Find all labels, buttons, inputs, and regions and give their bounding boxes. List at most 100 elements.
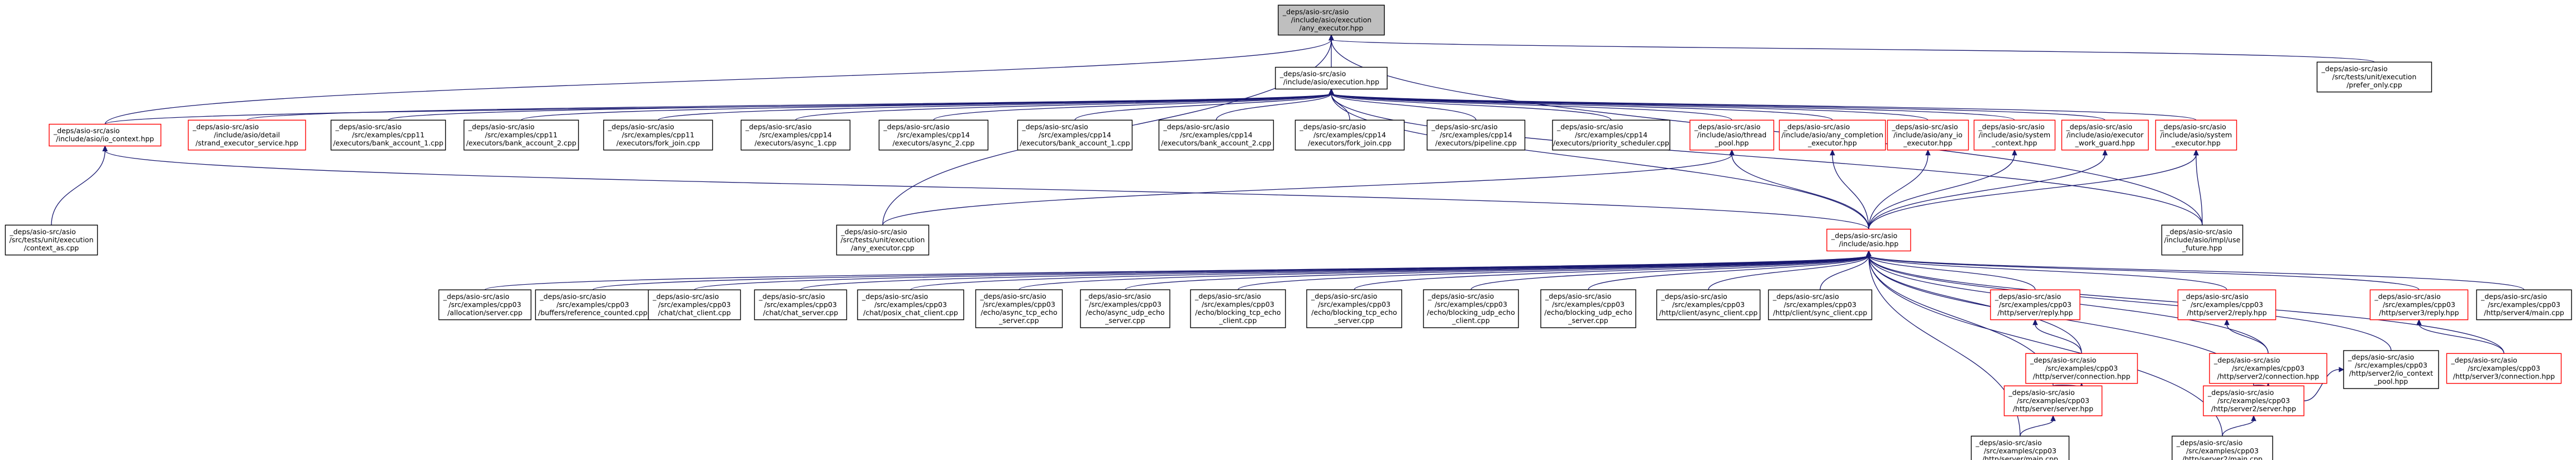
node-s2-server[interactable]: _deps/asio-src/asio/src/examples/cpp03/h… xyxy=(2203,385,2304,416)
node-posix-chat[interactable]: _deps/asio-src/asio/src/examples/cpp03/c… xyxy=(857,289,964,320)
edge-asio-to-sysexec xyxy=(1868,149,2199,229)
node-box xyxy=(2446,353,2562,384)
edge-line xyxy=(2196,154,2203,226)
node-label-line: _deps/asio-src/asio xyxy=(1892,122,1958,131)
edge-future-to-sysexec xyxy=(2193,149,2203,226)
node-label-line: /src/examples/cpp03 xyxy=(2045,364,2118,372)
node-chat-client[interactable]: _deps/asio-src/asio/src/examples/cpp03/c… xyxy=(647,289,741,320)
node-future[interactable]: _deps/asio-src/asio/include/asio/impl/us… xyxy=(2161,224,2244,256)
node-any-exec-cpp[interactable]: _deps/asio-src/asio/src/tests/unit/execu… xyxy=(836,224,930,256)
node-buffers[interactable]: _deps/asio-src/asio/src/examples/cpp03/b… xyxy=(535,289,651,320)
edge-arrowhead xyxy=(2416,319,2422,325)
node-label-line: _deps/asio-src/asio xyxy=(2348,353,2414,361)
node-bank1-11[interactable]: _deps/asio-src/asio/src/examples/cpp11/e… xyxy=(330,119,446,151)
node-echo-btcp-s[interactable]: _deps/asio-src/asio/src/examples/cpp03/e… xyxy=(1306,289,1402,328)
node-label-line: /src/tests/unit/execution xyxy=(9,236,94,244)
node-echo-btcp-c[interactable]: _deps/asio-src/asio/src/examples/cpp03/e… xyxy=(1190,289,1286,328)
node-s-conn[interactable]: _deps/asio-src/asio/src/examples/cpp03/h… xyxy=(2025,353,2138,384)
node-echo-audp[interactable]: _deps/asio-src/asio/src/examples/cpp03/e… xyxy=(1080,289,1170,328)
node-label-line: /executors/async_1.cpp xyxy=(755,138,837,147)
node-exec[interactable]: _deps/asio-src/asio/include/asio/executi… xyxy=(1275,66,1388,90)
edge-line xyxy=(1018,255,1869,290)
node-box xyxy=(754,289,847,320)
node-any-compl[interactable]: _deps/asio-src/asio/include/asio/any_com… xyxy=(1779,119,1886,151)
node-pipeline[interactable]: _deps/asio-src/asio/src/examples/cpp14/e… xyxy=(1426,119,1526,151)
node-sysctx[interactable]: _deps/asio-src/asio/include/asio/system_… xyxy=(1973,119,2056,151)
node-s2-main[interactable]: _deps/asio-src/asio/src/examples/cpp03/h… xyxy=(2172,435,2273,460)
node-s-reply[interactable]: _deps/asio-src/asio/src/examples/cpp03/h… xyxy=(1990,289,2080,320)
node-box xyxy=(1190,289,1286,328)
node-s2-reply[interactable]: _deps/asio-src/asio/src/examples/cpp03/h… xyxy=(2177,289,2277,320)
edge-line xyxy=(1470,255,1869,290)
node-s3-conn[interactable]: _deps/asio-src/asio/src/examples/cpp03/h… xyxy=(2446,353,2562,384)
node-label-line: /src/examples/cpp03 xyxy=(764,300,837,309)
node-box xyxy=(1887,119,1969,151)
node-echo-atcp[interactable]: _deps/asio-src/asio/src/examples/cpp03/e… xyxy=(975,289,1063,328)
node-ioctx[interactable]: _deps/asio-src/asio/include/asio/io_cont… xyxy=(49,123,161,147)
node-s-server[interactable]: _deps/asio-src/asio/src/examples/cpp03/h… xyxy=(2003,385,2103,416)
edge-line xyxy=(2418,324,2504,354)
node-label-line: _deps/asio-src/asio xyxy=(1994,292,2061,300)
node-box xyxy=(1826,228,1911,252)
node-label-line: _deps/asio-src/asio xyxy=(2030,356,2096,364)
node-fork14[interactable]: _deps/asio-src/asio/src/examples/cpp14/e… xyxy=(1294,119,1405,151)
node-asio[interactable]: _deps/asio-src/asio/include/asio.hpp xyxy=(1826,228,1911,252)
edge-line xyxy=(104,39,1332,124)
node-label-line: /echo/async_udp_echo xyxy=(1085,308,1164,317)
node-label-line: /src/tests/unit/execution xyxy=(841,236,925,244)
node-ctx-as[interactable]: _deps/asio-src/asio/src/tests/unit/execu… xyxy=(4,224,98,256)
node-work-guard[interactable]: _deps/asio-src/asio/include/asio/executo… xyxy=(2061,119,2149,151)
node-fork11[interactable]: _deps/asio-src/asio/src/examples/cpp11/e… xyxy=(603,119,713,151)
node-s-main[interactable]: _deps/asio-src/asio/src/examples/cpp03/h… xyxy=(1970,435,2070,460)
node-http-async-c[interactable]: _deps/asio-src/asio/src/examples/cpp03/h… xyxy=(1656,289,1761,320)
node-async1[interactable]: _deps/asio-src/asio/src/examples/cpp14/e… xyxy=(740,119,851,151)
node-box xyxy=(2161,224,2244,256)
node-async2[interactable]: _deps/asio-src/asio/src/examples/cpp14/e… xyxy=(878,119,989,151)
node-box xyxy=(1689,119,1774,151)
node-box xyxy=(1017,119,1133,151)
node-label-line: /include/asio/executor xyxy=(2066,131,2144,139)
node-sysexec[interactable]: _deps/asio-src/asio/include/asio/system_… xyxy=(2155,119,2237,151)
node-http-sync-c[interactable]: _deps/asio-src/asio/src/examples/cpp03/h… xyxy=(1768,289,1873,320)
node-echo-budp-s[interactable]: _deps/asio-src/asio/src/examples/cpp03/e… xyxy=(1540,289,1636,328)
node-label-line: _executor.hpp xyxy=(2171,138,2221,147)
node-box xyxy=(2003,385,2103,416)
node-bank1-14[interactable]: _deps/asio-src/asio/src/examples/cpp14/e… xyxy=(1017,119,1133,151)
node-box xyxy=(2209,353,2327,384)
node-thread-pool[interactable]: _deps/asio-src/asio/include/asio/thread_… xyxy=(1689,119,1774,151)
node-label-line: /include/asio/impl/use xyxy=(2164,236,2241,244)
node-any-io[interactable]: _deps/asio-src/asio/include/asio/any_io_… xyxy=(1887,119,1969,151)
edge-prefer-to-root xyxy=(1329,34,2375,63)
edge-s2_server-to-s2_iopool xyxy=(2303,367,2345,401)
edge-arrowhead xyxy=(2339,367,2345,372)
node-label-line: /src/examples/cpp03 xyxy=(449,300,521,309)
node-box xyxy=(2203,385,2304,416)
node-label-line: _client.cpp xyxy=(1218,317,1256,325)
node-label-line: _deps/asio-src/asio xyxy=(861,292,928,300)
node-label-line: _deps/asio-src/asio xyxy=(1975,438,2042,447)
edge-line xyxy=(1868,154,2015,229)
node-bank2-14[interactable]: _deps/asio-src/asio/src/examples/cpp14/e… xyxy=(1158,119,1274,151)
node-label-line: /executors/bank_account_2.cpp xyxy=(1161,138,1271,147)
edge-line xyxy=(658,93,1332,121)
node-echo-budp-c[interactable]: _deps/asio-src/asio/src/examples/cpp03/e… xyxy=(1423,289,1519,328)
node-label-line: _server.cpp xyxy=(1568,317,1608,325)
node-prio[interactable]: _deps/asio-src/asio/src/examples/cpp14/e… xyxy=(1552,119,1670,151)
node-label-line: /include/asio/execution xyxy=(1291,16,1372,24)
node-label-line: _deps/asio-src/asio xyxy=(980,292,1046,300)
edge-line xyxy=(2226,324,2269,354)
edge-any_exec_cpp-to-thread_pool xyxy=(882,149,1735,226)
node-chat-server[interactable]: _deps/asio-src/asio/src/examples/cpp03/c… xyxy=(754,289,847,320)
edge-arrowhead xyxy=(1830,149,1835,156)
node-strand[interactable]: _deps/asio-src/asio/include/asio/detail/… xyxy=(188,119,306,151)
node-s2-iopool[interactable]: _deps/asio-src/asio/src/examples/cpp03/h… xyxy=(2343,350,2439,389)
node-bank2-11[interactable]: _deps/asio-src/asio/src/examples/cpp11/e… xyxy=(463,119,579,151)
edges-layer xyxy=(51,34,2525,437)
edge-line xyxy=(1331,39,2375,63)
node-prefer[interactable]: _deps/asio-src/asio/src/tests/unit/execu… xyxy=(2316,61,2432,93)
node-s3-reply[interactable]: _deps/asio-src/asio/src/examples/cpp03/h… xyxy=(2369,289,2469,320)
node-s4-main[interactable]: _deps/asio-src/asio/src/examples/cpp03/h… xyxy=(2476,289,2572,320)
node-alloc[interactable]: _deps/asio-src/asio/src/examples/cpp03/a… xyxy=(438,289,532,320)
node-box xyxy=(2343,350,2439,389)
node-s2-conn[interactable]: _deps/asio-src/asio/src/examples/cpp03/h… xyxy=(2209,353,2327,384)
